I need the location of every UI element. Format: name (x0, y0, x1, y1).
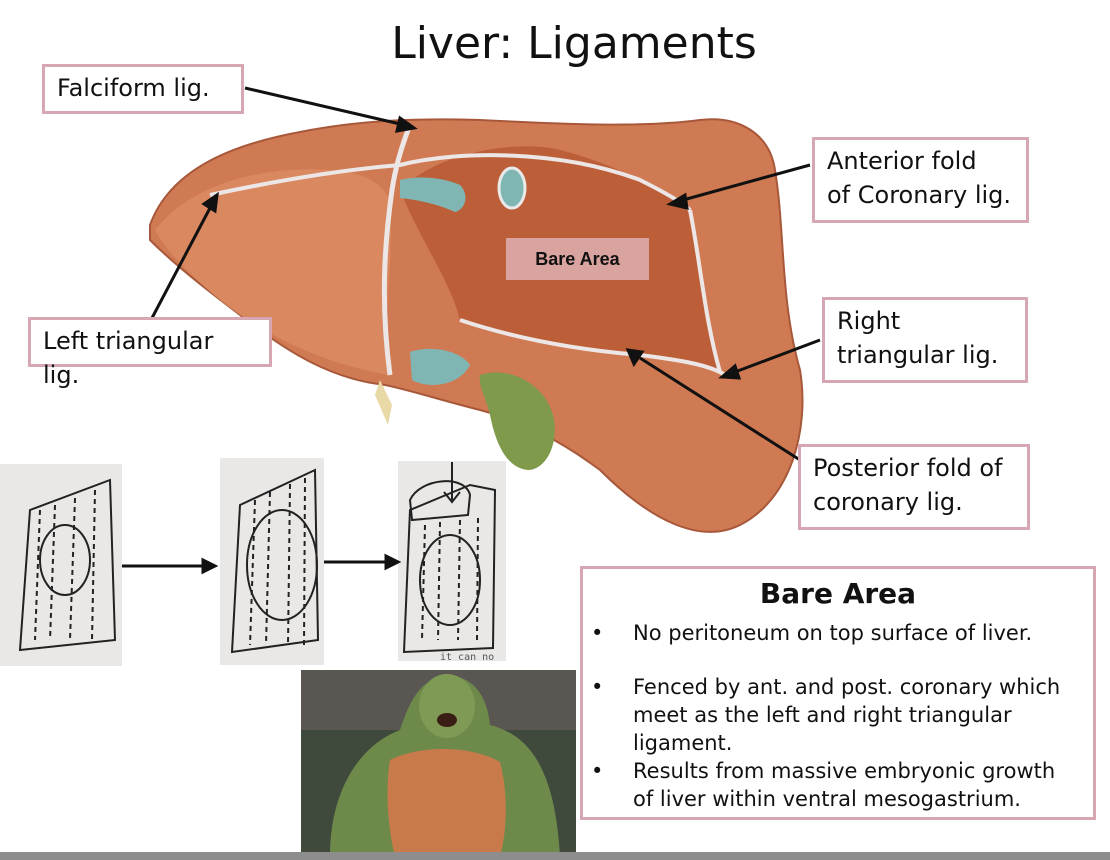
slide-title: Liver: Ligaments (0, 18, 1110, 69)
info-title: Bare Area (583, 577, 1093, 610)
falciform-label: Falciform lig. (42, 64, 244, 114)
info-bullet-2: • Fenced by ant. and post. coronary whic… (591, 673, 1091, 733)
hulk-mouth (437, 713, 457, 727)
anterior-fold-line2: of Coronary lig. (827, 178, 1014, 212)
bullet-text: No peritoneum on top surface of liver. (633, 619, 1073, 647)
info-bullet-3: • Results from massive embryonic growth … (591, 757, 1091, 817)
bare-area-tag: Bare Area (506, 238, 649, 280)
hulk-head (419, 674, 475, 738)
posterior-fold-label: Posterior fold of coronary lig. (798, 444, 1030, 530)
bullet-text: Fenced by ant. and post. coronary which … (633, 673, 1073, 757)
sketch-caption: it can no (440, 652, 494, 663)
right-triangular-line2: triangular lig. (837, 338, 1013, 372)
bullet-dot: • (591, 619, 603, 647)
sketch-panel-1 (0, 464, 122, 666)
ivc-vessel (499, 168, 525, 208)
info-bullet-1: • No peritoneum on top surface of liver. (591, 619, 1091, 649)
anterior-fold-label: Anterior fold of Coronary lig. (812, 137, 1029, 223)
bottom-scrollbar[interactable] (0, 852, 1110, 860)
falciform-label-text: Falciform lig. (57, 74, 210, 102)
hulk-torso (388, 749, 506, 856)
bullet-dot: • (591, 673, 603, 701)
left-triangular-label: Left triangular lig. (28, 317, 272, 367)
right-triangular-line1: Right (837, 304, 1013, 338)
posterior-fold-line1: Posterior fold of (813, 451, 1015, 485)
bare-area-info-box: Bare Area • No peritoneum on top surface… (580, 566, 1096, 820)
anterior-fold-line1: Anterior fold (827, 144, 1014, 178)
bullet-text: Results from massive embryonic growth of… (633, 757, 1073, 813)
right-triangular-label: Right triangular lig. (822, 297, 1028, 383)
posterior-fold-line2: coronary lig. (813, 485, 1015, 519)
bullet-dot: • (591, 757, 603, 785)
